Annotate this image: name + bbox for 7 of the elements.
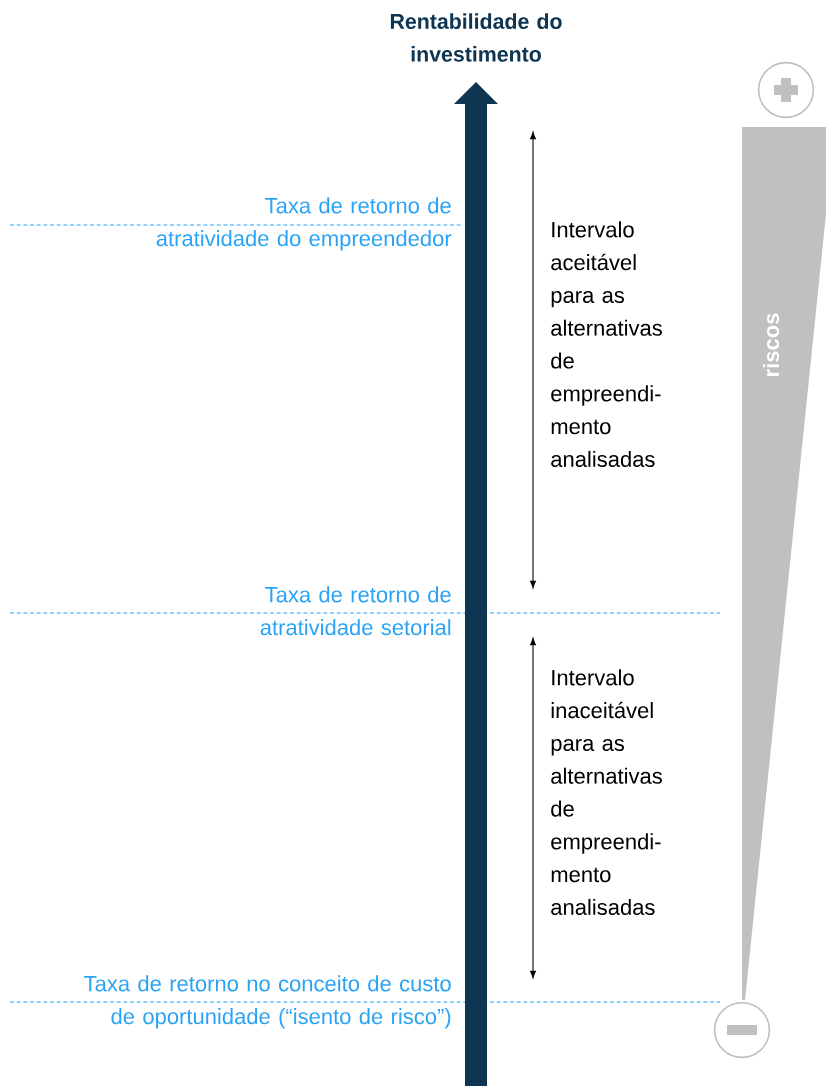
- interval-text: Intervalo inaceitável para as alternativas de empreendi- mento analisadas: [551, 669, 662, 916]
- rate-label: Taxa de retorno de atratividade setorial: [260, 586, 451, 636]
- rate-label: Taxa de retorno de atratividade do empreendedor: [156, 197, 452, 251]
- interval-text: Intervalo aceitável para as alternativas de empreendi- mento analisadas: [551, 221, 662, 467]
- axis-title: Rentabilidade do investimento: [390, 13, 562, 62]
- rate-label: Taxa de retorno no conceito de custo de oportunidade (“isento de risco”): [84, 975, 451, 1029]
- risk-wedge: riscos: [742, 127, 826, 1000]
